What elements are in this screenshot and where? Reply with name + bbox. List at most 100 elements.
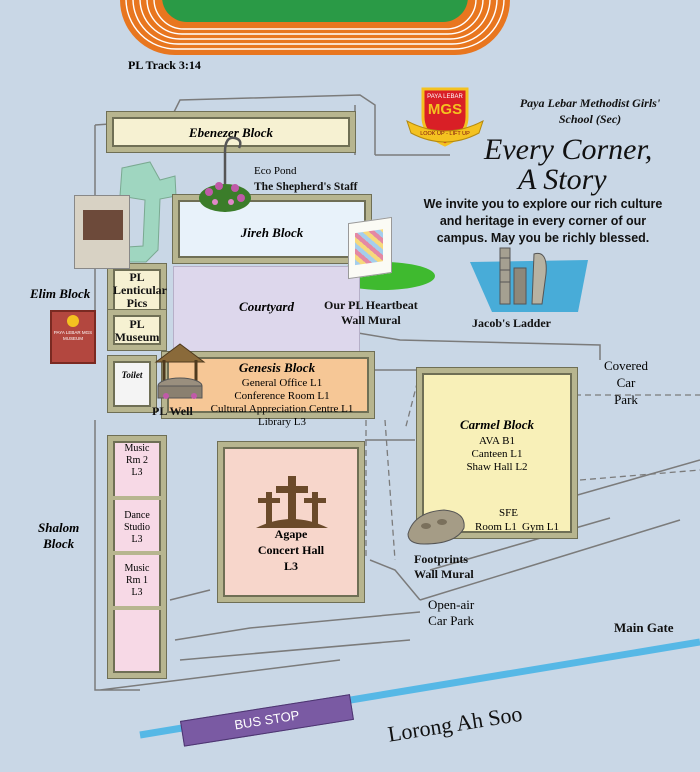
carmel-room-list: AVA B1 Canteen L1 Shaw Hall L2: [422, 435, 572, 474]
music-room-2-line3: L3: [131, 467, 143, 478]
running-track: [120, 0, 510, 55]
shalom-block-label: Shalom Block: [38, 520, 79, 552]
footprints-line2: Wall Mural: [414, 567, 474, 581]
elim-photo: [74, 195, 130, 269]
footprints-line1: Footprints: [414, 552, 468, 566]
agape-line2: Concert Hall: [257, 543, 325, 557]
school-name-line1: Paya Lebar Methodist Girls': [519, 96, 661, 110]
intro-text: We invite you to explore our rich cultur…: [418, 196, 668, 247]
footprints-icon: [407, 509, 465, 545]
courtyard[interactable]: Courtyard: [173, 266, 360, 354]
museum-sign-line2: MUSEUM: [63, 336, 83, 341]
shepherds-staff-label: The Shepherd's Staff: [254, 181, 358, 193]
pl-museum-line1: PL: [129, 317, 145, 331]
courtyard-label: Courtyard: [239, 299, 294, 314]
shield-icon: [406, 87, 484, 147]
pl-museum-label: PL Museum: [113, 318, 161, 344]
museum-sign: PAYA LEBAR MGS MUSEUM: [50, 310, 96, 364]
covered-car-park-line2: Car: [616, 375, 636, 390]
track-label-text: PL Track 3:14: [128, 58, 201, 72]
intro-line2: and heritage in every corner of our: [439, 214, 647, 228]
carmel-room-3: Shaw Hall L2: [466, 461, 528, 473]
genesis-room-3: Cultural Appreciation Centre L1: [210, 403, 354, 415]
covered-car-park-line1: Covered: [603, 358, 649, 373]
genesis-room-list: General Office L1 Conference Room L1 Cul…: [167, 377, 369, 429]
shalom-block[interactable]: Music Rm 2 L3 Dance Studio L3 Music Rm 1…: [108, 436, 166, 678]
eco-pond-label: Eco Pond: [254, 165, 297, 177]
music-room-2-line2: Rm 2: [126, 455, 148, 466]
music-room-1-line3: L3: [131, 587, 143, 598]
main-gate-label: Main Gate: [614, 620, 674, 635]
music-room-2[interactable]: Music Rm 2 L3: [113, 441, 161, 496]
music-room-1-line2: Rm 1: [126, 575, 148, 586]
covered-car-park-label: Covered Car Park: [596, 357, 656, 408]
intro-line1: We invite you to explore our rich cultur…: [423, 197, 663, 211]
music-room-1-line1: Music: [124, 563, 150, 574]
museum-sign-emblem: [67, 315, 79, 327]
school-name-line2: School (Sec): [558, 112, 622, 126]
crosses-icon: [256, 476, 328, 528]
dance-studio-line2: Studio: [123, 522, 151, 533]
shalom-line1: Shalom: [38, 520, 80, 535]
genesis-block-title: Genesis Block: [238, 360, 316, 375]
ebenezer-block[interactable]: Ebenezer Block: [107, 112, 355, 152]
heartbeat-mural: [348, 216, 392, 280]
heartbeat-line1: Our PL Heartbeat: [324, 298, 418, 312]
eco-pond-walkway: [109, 161, 177, 263]
agape-label: Agape Concert Hall L3: [223, 526, 359, 574]
pl-well-label: PL Well: [152, 404, 193, 418]
well-icon: [154, 343, 206, 399]
genesis-room-1: General Office L1: [241, 377, 323, 389]
open-air-line2: Car Park: [428, 613, 475, 628]
footprints-label: Footprints Wall Mural: [414, 552, 474, 582]
heartbeat-line2: Wall Mural: [341, 313, 401, 327]
carmel-room-1: AVA B1: [479, 435, 515, 447]
ebenezer-block-label: Ebenezer Block: [188, 125, 274, 140]
covered-car-park-line3: Park: [614, 392, 638, 407]
music-room-2-line1: Music: [124, 443, 150, 454]
shalom-empty-room: [113, 606, 161, 673]
dance-studio-line3: L3: [131, 534, 143, 545]
genesis-room-4: Library L3: [258, 416, 306, 428]
museum-sign-line1: PAYA LEBAR MGS: [53, 330, 93, 335]
slogan-line2: A Story: [518, 163, 607, 196]
heartbeat-mural-art: [355, 229, 383, 266]
badge-top-text: PAYA LEBAR: [427, 94, 463, 100]
slogan-line1: Every Corner,: [484, 133, 653, 166]
shalom-line2: Block: [43, 536, 75, 551]
pl-lenticular-line2: Lenticular: [113, 283, 167, 297]
elim-block-label: Elim Block: [30, 286, 91, 301]
pl-lenticular-line3: Pics: [126, 296, 148, 310]
jireh-block-label: Jireh Block: [240, 225, 304, 240]
agape-line1: Agape: [274, 527, 308, 541]
pl-lenticular-line1: PL: [129, 270, 145, 284]
heartbeat-label: Our PL Heartbeat Wall Mural: [324, 298, 418, 328]
genesis-room-2: Conference Room L1: [234, 390, 330, 402]
carmel-block-title: Carmel Block: [459, 417, 535, 432]
intro-line3: campus. May you be richly blessed.: [436, 231, 650, 245]
jacobs-ladder-icon: [499, 247, 547, 305]
open-air-line1: Open-air: [428, 597, 475, 612]
music-room-1[interactable]: Music Rm 1 L3: [113, 551, 161, 606]
badge-mid-text: MGS: [427, 101, 463, 118]
carmel-gym: Gym L1: [522, 521, 559, 533]
carmel-room-2: Canteen L1: [471, 448, 523, 460]
track-label: PL Track 3:14: [128, 58, 201, 73]
slogan: Every Corner, A Story: [484, 135, 652, 195]
toilet[interactable]: Toilet: [108, 356, 156, 412]
dashed-paths: [365, 371, 700, 561]
pl-lenticular-label: PL Lenticular Pics: [113, 270, 167, 310]
shepherds-staff-icon: [199, 136, 251, 212]
toilet-label: Toilet: [121, 370, 143, 380]
carmel-room-l1: Room L1: [475, 521, 517, 533]
carmel-sfe: SFE: [499, 507, 518, 519]
open-air-car-park-label: Open-air Car Park: [428, 597, 474, 629]
pl-museum[interactable]: PL Museum: [108, 310, 166, 350]
dance-studio-line1: Dance: [124, 510, 150, 521]
agape-line3: L3: [283, 559, 298, 573]
elim-photo-window: [83, 210, 123, 240]
dance-studio[interactable]: Dance Studio L3: [113, 496, 161, 551]
school-name: Paya Lebar Methodist Girls' School (Sec): [490, 95, 690, 127]
badge-bottom-text: LOOK UP - LIFT UP: [420, 131, 470, 137]
jacobs-ladder-label: Jacob's Ladder: [472, 316, 552, 330]
